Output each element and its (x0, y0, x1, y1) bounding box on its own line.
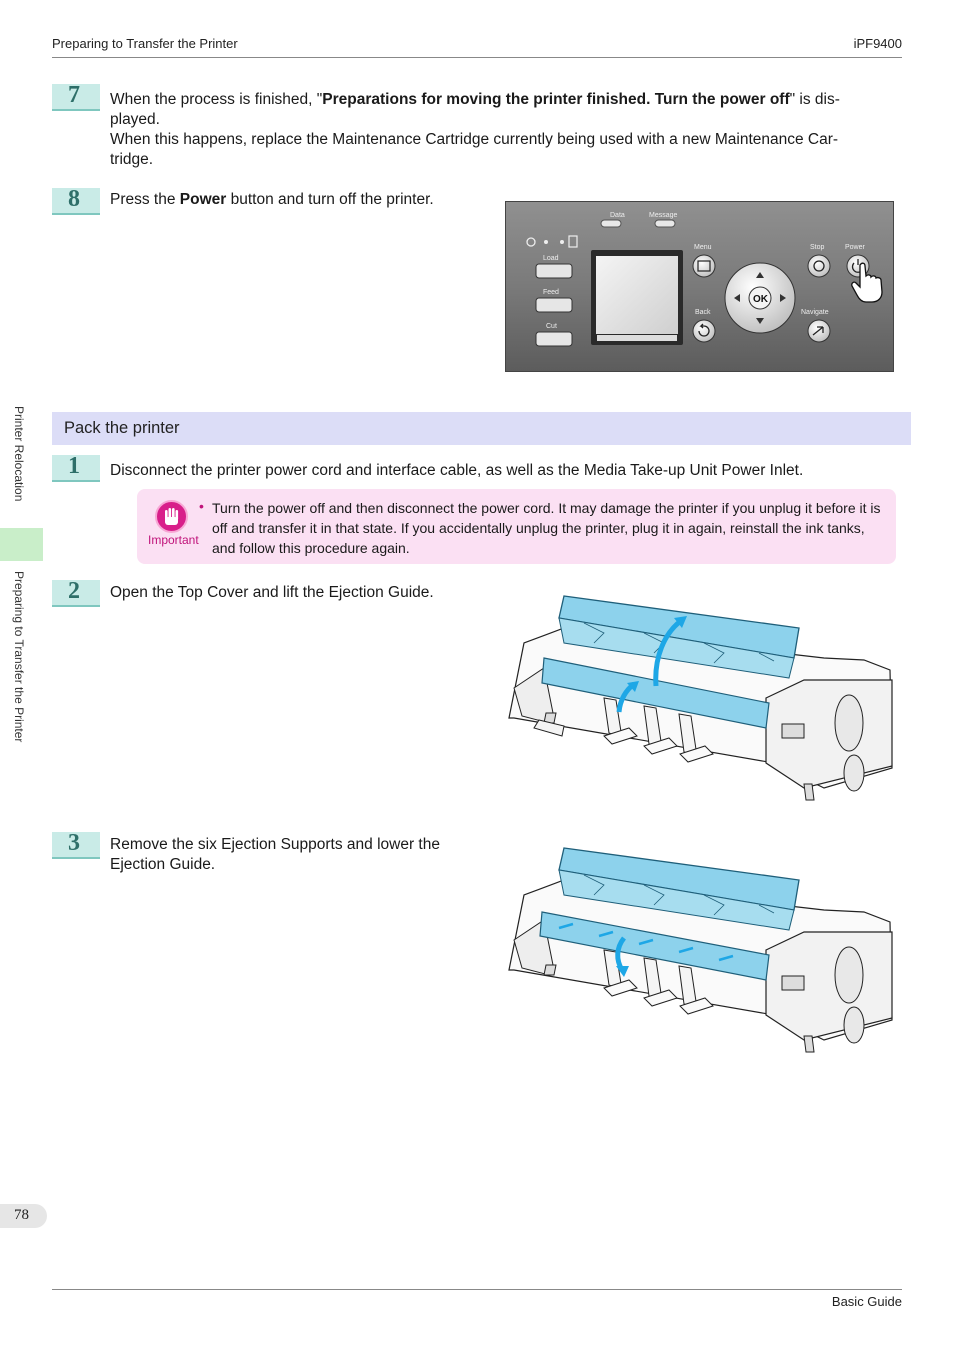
ok-button[interactable] (748, 286, 772, 310)
printer-open-cover-illustration (508, 595, 893, 801)
menu-button[interactable] (692, 254, 716, 278)
header-section-title: Preparing to Transfer the Printer (52, 36, 238, 51)
data-label: Data (610, 212, 625, 219)
back-button[interactable] (692, 319, 716, 343)
step-8-number: 8 (68, 186, 80, 212)
sidebar-chapter-link[interactable]: Printer Relocation (12, 406, 26, 502)
up-arrow-icon (756, 272, 764, 278)
step-8-text: Press the Power button and turn off the … (110, 191, 434, 208)
printer-remove-supports-illustration (508, 847, 893, 1053)
header-model: iPF9400 (853, 36, 902, 51)
load-button[interactable] (535, 263, 573, 279)
data-lamp (600, 219, 622, 228)
cut-button[interactable] (535, 331, 573, 347)
right-arrow-icon (780, 294, 786, 302)
step-7-number: 7 (68, 82, 80, 108)
stop-label: Stop (810, 244, 825, 251)
pointing-hand-icon (851, 262, 883, 303)
header-divider (52, 57, 902, 58)
back-label: Back (695, 309, 711, 316)
feed-button[interactable] (535, 297, 573, 313)
step-2-number: 2 (68, 578, 80, 604)
footer-guide-name: Basic Guide (831, 1294, 902, 1309)
sidebar-current-marker (0, 528, 43, 561)
navigate-label: Navigate (801, 309, 829, 316)
step-1-number: 1 (68, 453, 80, 479)
sheet-icon (568, 235, 578, 248)
step-1-text: Disconnect the printer power cord and in… (110, 462, 804, 479)
section-title: Pack the printer (64, 419, 180, 437)
ok-label: OK (753, 294, 769, 305)
feed-label: Feed (543, 289, 559, 296)
important-hand-icon (155, 500, 188, 533)
section-heading-bar: Pack the printer (52, 412, 911, 445)
step-7-badge: 7 (52, 82, 100, 111)
step-1-badge: 1 (52, 453, 100, 482)
navigate-icon (812, 326, 824, 336)
down-arrow-icon (756, 318, 764, 324)
page-number-tab: 78 (0, 1204, 47, 1228)
important-text: Turn the power off and then disconnect t… (212, 500, 881, 556)
step-2-text: Open the Top Cover and lift the Ejection… (110, 584, 434, 601)
step-3-number: 3 (68, 830, 80, 856)
display-screen (596, 256, 678, 334)
stop-button[interactable] (807, 254, 831, 278)
step-3-text: Remove the six Ejection Supports and low… (110, 836, 440, 873)
ink-level-strip (597, 335, 677, 341)
important-label: Important (148, 533, 199, 547)
stop-icon (813, 260, 825, 272)
load-label: Load (543, 255, 559, 262)
roll-icon (526, 237, 536, 247)
step-3-badge: 3 (52, 830, 100, 859)
power-label: Power (845, 244, 866, 251)
roll-lamp-icon (544, 240, 548, 244)
cut-label: Cut (546, 323, 557, 330)
footer-divider (52, 1289, 902, 1290)
control-panel-illustration: Data Message Load Feed Cut Menu Back OK … (505, 201, 894, 372)
important-bullet: • (199, 498, 204, 514)
sidebar-section-link[interactable]: Preparing to Transfer the Printer (12, 571, 26, 743)
message-lamp (654, 219, 676, 228)
step-2-badge: 2 (52, 578, 100, 607)
important-note: Important • Turn the power off and then … (137, 489, 896, 564)
back-arrow-icon (698, 323, 710, 337)
step-7-text: When the process is finished, "Preparati… (110, 91, 840, 168)
message-label: Message (649, 212, 678, 219)
page-number: 78 (14, 1207, 29, 1223)
step-8-badge: 8 (52, 186, 100, 215)
sheet-lamp-icon (560, 240, 564, 244)
menu-icon (697, 260, 711, 272)
left-arrow-icon (734, 294, 740, 302)
menu-label: Menu (694, 244, 712, 251)
important-hand-glyph (165, 508, 179, 525)
